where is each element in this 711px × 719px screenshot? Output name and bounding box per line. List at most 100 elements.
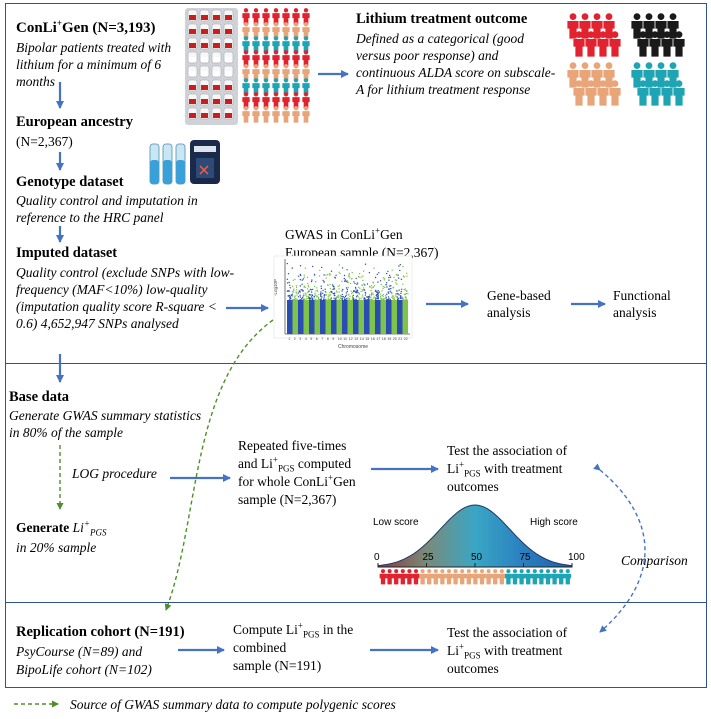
person-icon	[673, 31, 685, 57]
person-icon	[252, 64, 260, 81]
person-icon	[419, 569, 426, 585]
manhattan-tick-label: 9	[332, 337, 334, 341]
person-icon	[262, 64, 270, 81]
person-icon	[445, 569, 453, 585]
outcome-desc: Defined as a categorical (good versus po…	[356, 31, 556, 97]
person-icon	[637, 31, 649, 57]
person-icon	[465, 569, 473, 585]
person-icon	[585, 80, 597, 106]
person-icon	[491, 569, 499, 585]
bell-tick-label: 0	[374, 552, 380, 563]
person-icon	[242, 36, 250, 53]
person-icon	[505, 569, 512, 585]
person-icon	[379, 569, 387, 585]
person-icon	[262, 78, 270, 95]
manhattan-tick-label: 21	[398, 337, 402, 341]
generate-desc: in 20% sample	[16, 540, 97, 555]
manhattan-tick-label: 20	[393, 337, 397, 341]
manhattan-tick-label: 18	[382, 337, 386, 341]
person-icon	[597, 80, 609, 106]
manhattan-tick-label: 3	[299, 337, 301, 341]
person-icon	[262, 50, 270, 67]
manhattan-tick-label: 15	[365, 337, 369, 341]
test-association-mid-line3: outcomes	[447, 479, 499, 494]
person-icon	[272, 36, 280, 53]
person-icon	[272, 22, 280, 39]
person-icon	[272, 8, 280, 25]
person-icon	[557, 569, 565, 585]
person-icon	[485, 569, 492, 585]
person-icon	[292, 50, 300, 67]
comparison-label: Comparison	[621, 553, 688, 568]
person-icon	[242, 64, 250, 81]
european-n: (N=2,367)	[16, 134, 73, 149]
base-title: Base data	[9, 389, 70, 405]
person-icon	[649, 80, 661, 106]
legend-text: Source of GWAS summary data to compute p…	[70, 697, 396, 712]
manhattan-tick-label: 5	[310, 337, 312, 341]
person-icon	[292, 36, 300, 53]
person-icon	[673, 80, 685, 106]
repeated-line1: Repeated five-times	[238, 438, 347, 453]
person-icon	[544, 569, 552, 585]
green-dashed-arrows	[14, 319, 274, 708]
high-score-label: High score	[530, 517, 578, 528]
person-icon	[302, 36, 310, 53]
person-icon	[585, 31, 597, 57]
repeated-line2: and Li+PGS computed	[238, 454, 352, 474]
replication-line2: BipoLife cohort (N=102)	[16, 662, 152, 677]
person-icon	[399, 569, 407, 585]
person-icon	[282, 22, 290, 39]
person-icon	[252, 8, 260, 25]
repeated-line4: sample (N=2,367)	[238, 492, 337, 507]
test-association-mid-line2: Li+PGS with treatment	[447, 459, 563, 479]
people-icons	[242, 8, 685, 123]
person-icon	[452, 569, 459, 585]
person-icon	[439, 569, 446, 585]
manhattan-tick-label: 8	[327, 337, 329, 341]
manhattan-tick-label: 16	[371, 337, 375, 341]
person-icon	[292, 64, 300, 81]
person-icon	[573, 31, 585, 57]
base-desc: Generate GWAS summary statistics in 80% …	[9, 408, 202, 440]
person-icon	[252, 106, 260, 123]
manhattan-tick-label: 22	[404, 337, 408, 341]
person-icon	[252, 50, 260, 67]
genotype-desc: Quality control and imputation in refere…	[16, 193, 198, 225]
person-icon	[406, 569, 413, 585]
person-icon	[302, 50, 310, 67]
person-icon	[242, 50, 250, 67]
bottom-panel	[5, 602, 707, 688]
comparison-dashed-arrow	[593, 463, 646, 633]
person-icon	[425, 569, 433, 585]
person-icon	[524, 569, 532, 585]
person-icon	[252, 22, 260, 39]
bell-tick-label: 25	[423, 552, 435, 563]
imputed-desc: Quality control (exclude SNPs with low-f…	[16, 265, 235, 331]
manhattan-tick-label: 12	[349, 337, 353, 341]
person-icon	[573, 80, 585, 106]
person-icon	[242, 106, 250, 123]
person-icon	[538, 569, 545, 585]
person-icon	[302, 78, 310, 95]
person-icon	[282, 50, 290, 67]
outcome-title: Lithium treatment outcome	[356, 11, 528, 27]
manhattan-tick-label: 13	[354, 337, 358, 341]
person-icon	[292, 106, 300, 123]
manhattan-xlabel: Chromosome	[338, 344, 368, 350]
compute-line2: combined	[233, 640, 287, 655]
person-icon	[597, 31, 609, 57]
european-title: European ancestry	[16, 114, 133, 130]
person-icon	[649, 31, 661, 57]
person-icon	[564, 569, 572, 585]
manhattan-tick-label: 14	[360, 337, 364, 341]
person-icon	[302, 64, 310, 81]
person-icon	[412, 569, 420, 585]
test-association-mid-line1: Test the association of	[447, 443, 568, 458]
manhattan-tick-label: 2	[294, 337, 296, 341]
person-icon	[262, 92, 270, 109]
person-icon	[518, 569, 525, 585]
vials-illustration	[149, 140, 220, 185]
manhattan-tick-label: 17	[376, 337, 380, 341]
